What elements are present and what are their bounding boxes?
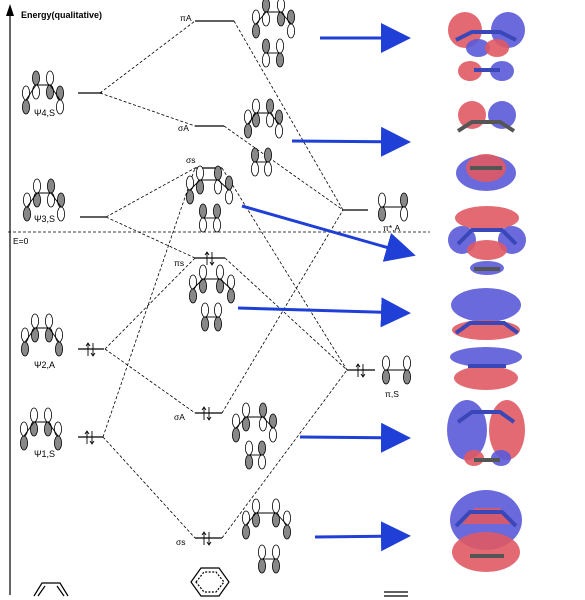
product-mo-piS: πs [174, 251, 236, 332]
orbital-label: Ψ2,A [34, 360, 55, 370]
orbital-label: σs [176, 537, 186, 547]
orbital-label: σA [174, 412, 185, 422]
orbital-glyph [381, 355, 412, 385]
orbital-glyph [22, 178, 65, 222]
orbital-glyph [188, 264, 236, 332]
product-mo-sigmaA-upper: σA [178, 98, 284, 177]
butadiene-mo-psi4: Ψ4,S [21, 70, 102, 118]
orbital-glyph [243, 98, 284, 177]
cyclohexene-skeleton [190, 567, 230, 597]
orbital-glyph [377, 192, 409, 222]
arrows [237, 23, 416, 552]
arrow-to-orbital-3 [241, 204, 416, 262]
correlation-lines [99, 20, 348, 539]
electron-pair [201, 531, 212, 546]
arrow-to-orbital-5 [299, 422, 411, 453]
orbital-glyph [20, 313, 63, 357]
orbital-label: π,S [385, 389, 399, 399]
ethylene-mo-pi: π,S [347, 355, 412, 399]
butadiene-skeleton [33, 582, 69, 597]
electron-pair [204, 251, 215, 266]
zero-label: E=0 [13, 236, 29, 246]
orbital-glyph [19, 407, 62, 451]
orbital-label: Ψ4,S [34, 108, 55, 118]
ethylene-skeleton [384, 591, 408, 597]
butadiene-mo-psi1: Ψ1,S [19, 407, 103, 459]
orbital-glyph [241, 498, 292, 574]
orbital-label: σs [186, 155, 196, 165]
butadiene-mo-psi2: Ψ2,A [20, 313, 104, 370]
orbital-render-2 [456, 101, 516, 191]
arrow-to-orbital-4 [237, 297, 411, 328]
product-mo-sigmaA-lower: σA [174, 402, 278, 470]
orbital-glyph [251, 0, 296, 68]
electron-pair [355, 363, 366, 378]
electron-pair [85, 342, 96, 357]
product-mo-sigmaS-lower: σs [176, 498, 292, 574]
arrow-to-orbital-6 [314, 521, 411, 552]
orbital-label: σA [178, 123, 189, 133]
orbital-glyph [231, 402, 278, 470]
orbital-glyph [185, 165, 234, 233]
orbital-render-1 [448, 12, 525, 81]
butadiene-mo-psi3: Ψ3,S [22, 178, 106, 224]
orbital-render-5 [447, 400, 525, 466]
orbital-glyph [21, 70, 64, 115]
electron-pair [201, 406, 212, 421]
orbital-render-4 [450, 288, 522, 390]
orbital-label: Ψ3,S [34, 214, 55, 224]
orbital-label: πs [174, 258, 184, 268]
axis-title: Energy(qualitative) [21, 10, 102, 20]
orbital-label: π*,A [383, 223, 401, 233]
arrow-to-orbital-2 [291, 126, 411, 157]
product-mo-sigmaS-upper: σs [185, 155, 234, 233]
electron-pair [84, 430, 95, 445]
orbital-label: Ψ1,S [34, 449, 55, 459]
product-mo-piA: πA [180, 0, 296, 68]
orbital-render-3 [448, 206, 526, 275]
energy-axis-arrowhead [6, 4, 14, 16]
ethylene-mo-pi-star: π*,A [343, 192, 409, 233]
orbital-render-6 [450, 490, 522, 572]
orbital-label: πA [180, 13, 192, 23]
